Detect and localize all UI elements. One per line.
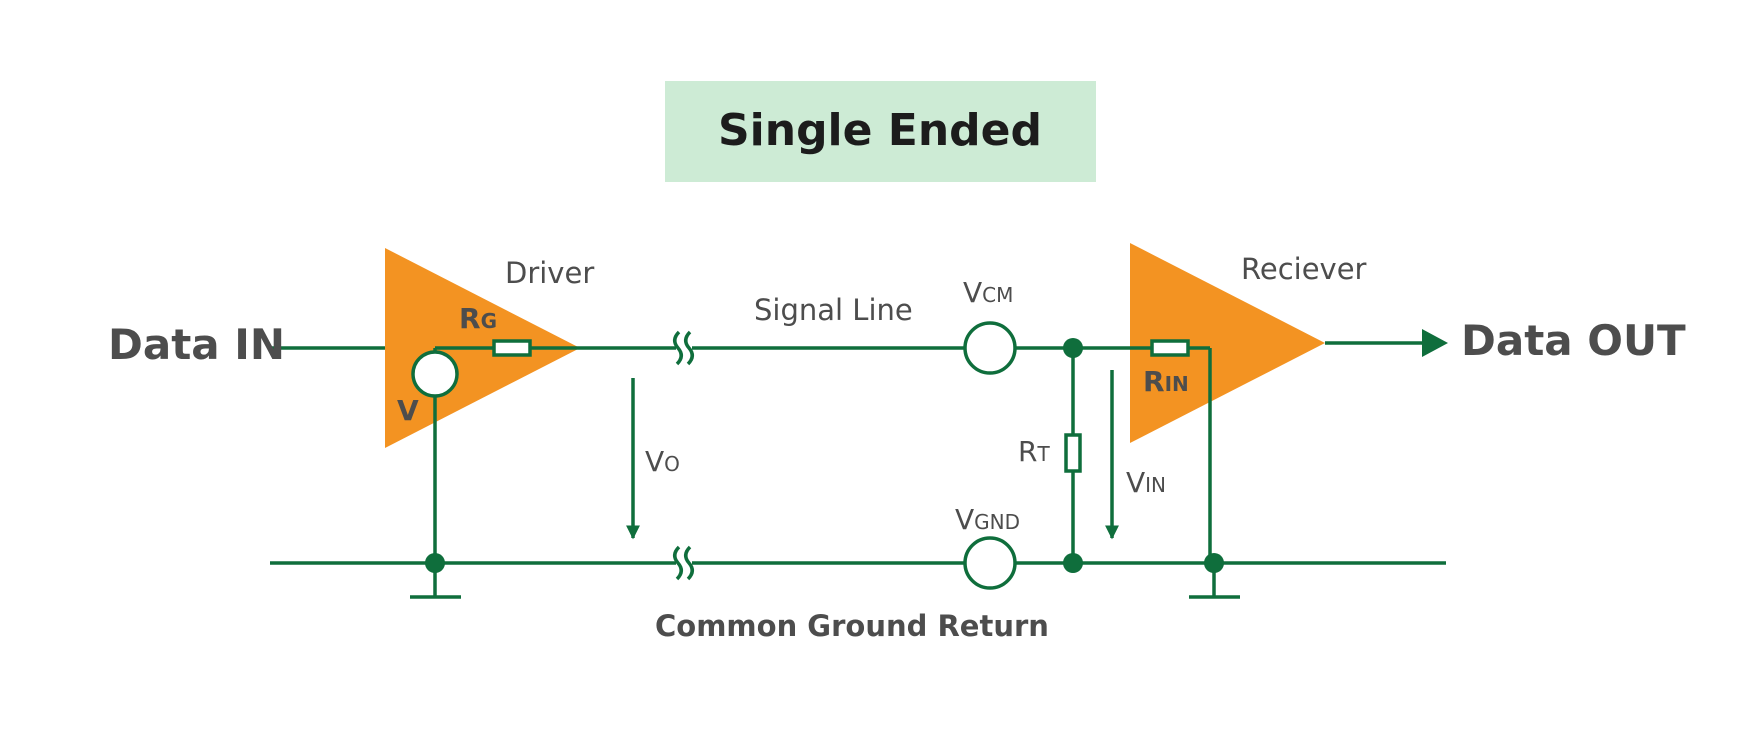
vin-label: VIN (1126, 466, 1166, 499)
vgnd-source (963, 536, 1017, 590)
signal-line-break (673, 330, 694, 366)
receiver-amplifier (1130, 243, 1325, 443)
v-label: V (397, 394, 419, 427)
rg-resistor (492, 339, 532, 357)
data-in-label: Data IN (108, 320, 285, 369)
common-ground-return-label: Common Ground Return (655, 609, 1049, 643)
ground-line-break (673, 545, 694, 581)
vcm-source (963, 321, 1017, 375)
data-out-arrow (1422, 329, 1448, 357)
vgnd-label: VGND (955, 503, 1020, 536)
vo-label: VO (645, 445, 680, 478)
rg-label: RG (459, 302, 497, 335)
receiver-ground-node (1204, 553, 1224, 573)
rt-top-node (1063, 338, 1083, 358)
vcm-label: VCM (963, 276, 1013, 309)
rt-bottom-node (1063, 553, 1083, 573)
rt-resistor (1064, 433, 1082, 473)
rin-resistor (1150, 339, 1190, 357)
title-box (665, 81, 1096, 182)
rt-label: RT (1018, 435, 1050, 468)
signal-line-label: Signal Line (754, 293, 913, 327)
rin-label: RIN (1143, 365, 1189, 398)
driver-label: Driver (505, 256, 594, 290)
driver-ground-node (425, 553, 445, 573)
driver-voltage-source (411, 350, 459, 398)
receiver-label: Reciever (1241, 252, 1367, 286)
diagram-title: Single Ended (718, 105, 1042, 156)
data-out-label: Data OUT (1461, 316, 1686, 365)
